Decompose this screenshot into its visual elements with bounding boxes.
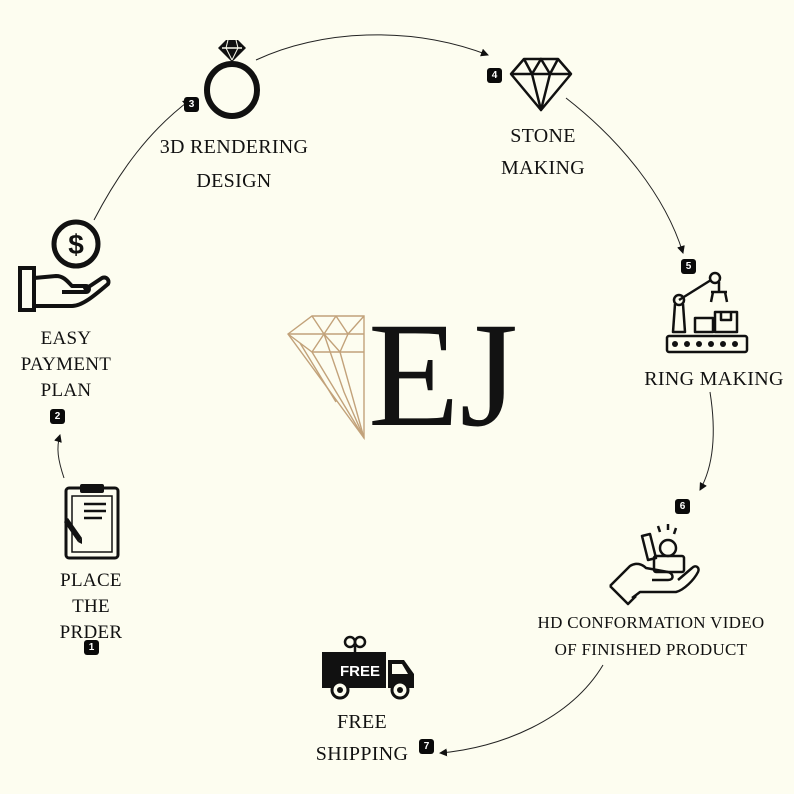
step-3-line-2: DESIGN bbox=[196, 170, 272, 192]
clipboard-icon bbox=[64, 484, 120, 560]
arrow-4-to-5 bbox=[565, 97, 685, 254]
step-7-label: FREE SHIPPING bbox=[312, 706, 412, 770]
delivery-truck-icon: FREE bbox=[322, 635, 414, 700]
step-1-line-1: PLACE bbox=[60, 570, 122, 591]
arrow-6-to-7 bbox=[439, 664, 604, 757]
connector-lines bbox=[54, 34, 714, 757]
step-1-line-2: THE bbox=[72, 596, 110, 617]
diamond-ring-icon bbox=[204, 39, 260, 119]
step-7-line-2: SHIPPING bbox=[315, 743, 409, 765]
arrow-2-to-3 bbox=[93, 99, 191, 221]
step-5-label: RING MAKING bbox=[636, 366, 792, 392]
step-4-line-1: STONE bbox=[510, 125, 576, 147]
step-3-label: 3D RENDERING DESIGN bbox=[150, 130, 318, 198]
step-6-badge: 6 bbox=[675, 499, 690, 514]
step-2-badge: 2 bbox=[50, 409, 65, 424]
arrow-3-to-4 bbox=[255, 34, 489, 61]
step-4-line-2: MAKING bbox=[500, 157, 586, 179]
step-7-badge: 7 bbox=[419, 739, 434, 754]
arrow-1-to-2 bbox=[54, 434, 65, 479]
step-5-badge: 5 bbox=[681, 259, 696, 274]
step-4-badge: 4 bbox=[487, 68, 502, 83]
svg-text:$: $ bbox=[68, 229, 84, 260]
step-3-badge: 3 bbox=[184, 97, 199, 112]
step-2-line-3: PLAN bbox=[40, 380, 92, 401]
step-1-label: PLACE THE PRDER bbox=[44, 568, 138, 646]
step-2-line-2: PAYMENT bbox=[20, 354, 112, 375]
step-2-line-1: EASY bbox=[40, 328, 92, 349]
robot-arm-conveyor-icon bbox=[665, 271, 749, 354]
step-2-label: EASY PAYMENT PLAN bbox=[14, 326, 118, 404]
step-1-badge: 1 bbox=[84, 640, 99, 655]
hand-ring-box-icon bbox=[609, 524, 700, 606]
step-1-line-3: PRDER bbox=[59, 622, 123, 643]
truck-free-text: FREE bbox=[340, 663, 380, 680]
step-6-line-2: OF FINISHED PRODUCT bbox=[554, 640, 748, 659]
logo-monogram: EJ bbox=[368, 292, 518, 458]
gold-diamond-logo-icon bbox=[287, 315, 365, 441]
step-7-line-1: FREE bbox=[336, 711, 388, 733]
step-3-line-1: 3D RENDERING bbox=[159, 136, 309, 158]
step-6-line-1: HD CONFORMATION VIDEO bbox=[537, 613, 765, 632]
step-5-line-1: RING MAKING bbox=[644, 368, 784, 390]
arrow-5-to-6 bbox=[699, 391, 714, 491]
step-6-label: HD CONFORMATION VIDEO OF FINISHED PRODUC… bbox=[520, 609, 782, 663]
hand-coin-icon: $ bbox=[18, 219, 111, 312]
step-4-label: STONE MAKING bbox=[488, 120, 598, 184]
diamond-icon bbox=[509, 57, 573, 112]
